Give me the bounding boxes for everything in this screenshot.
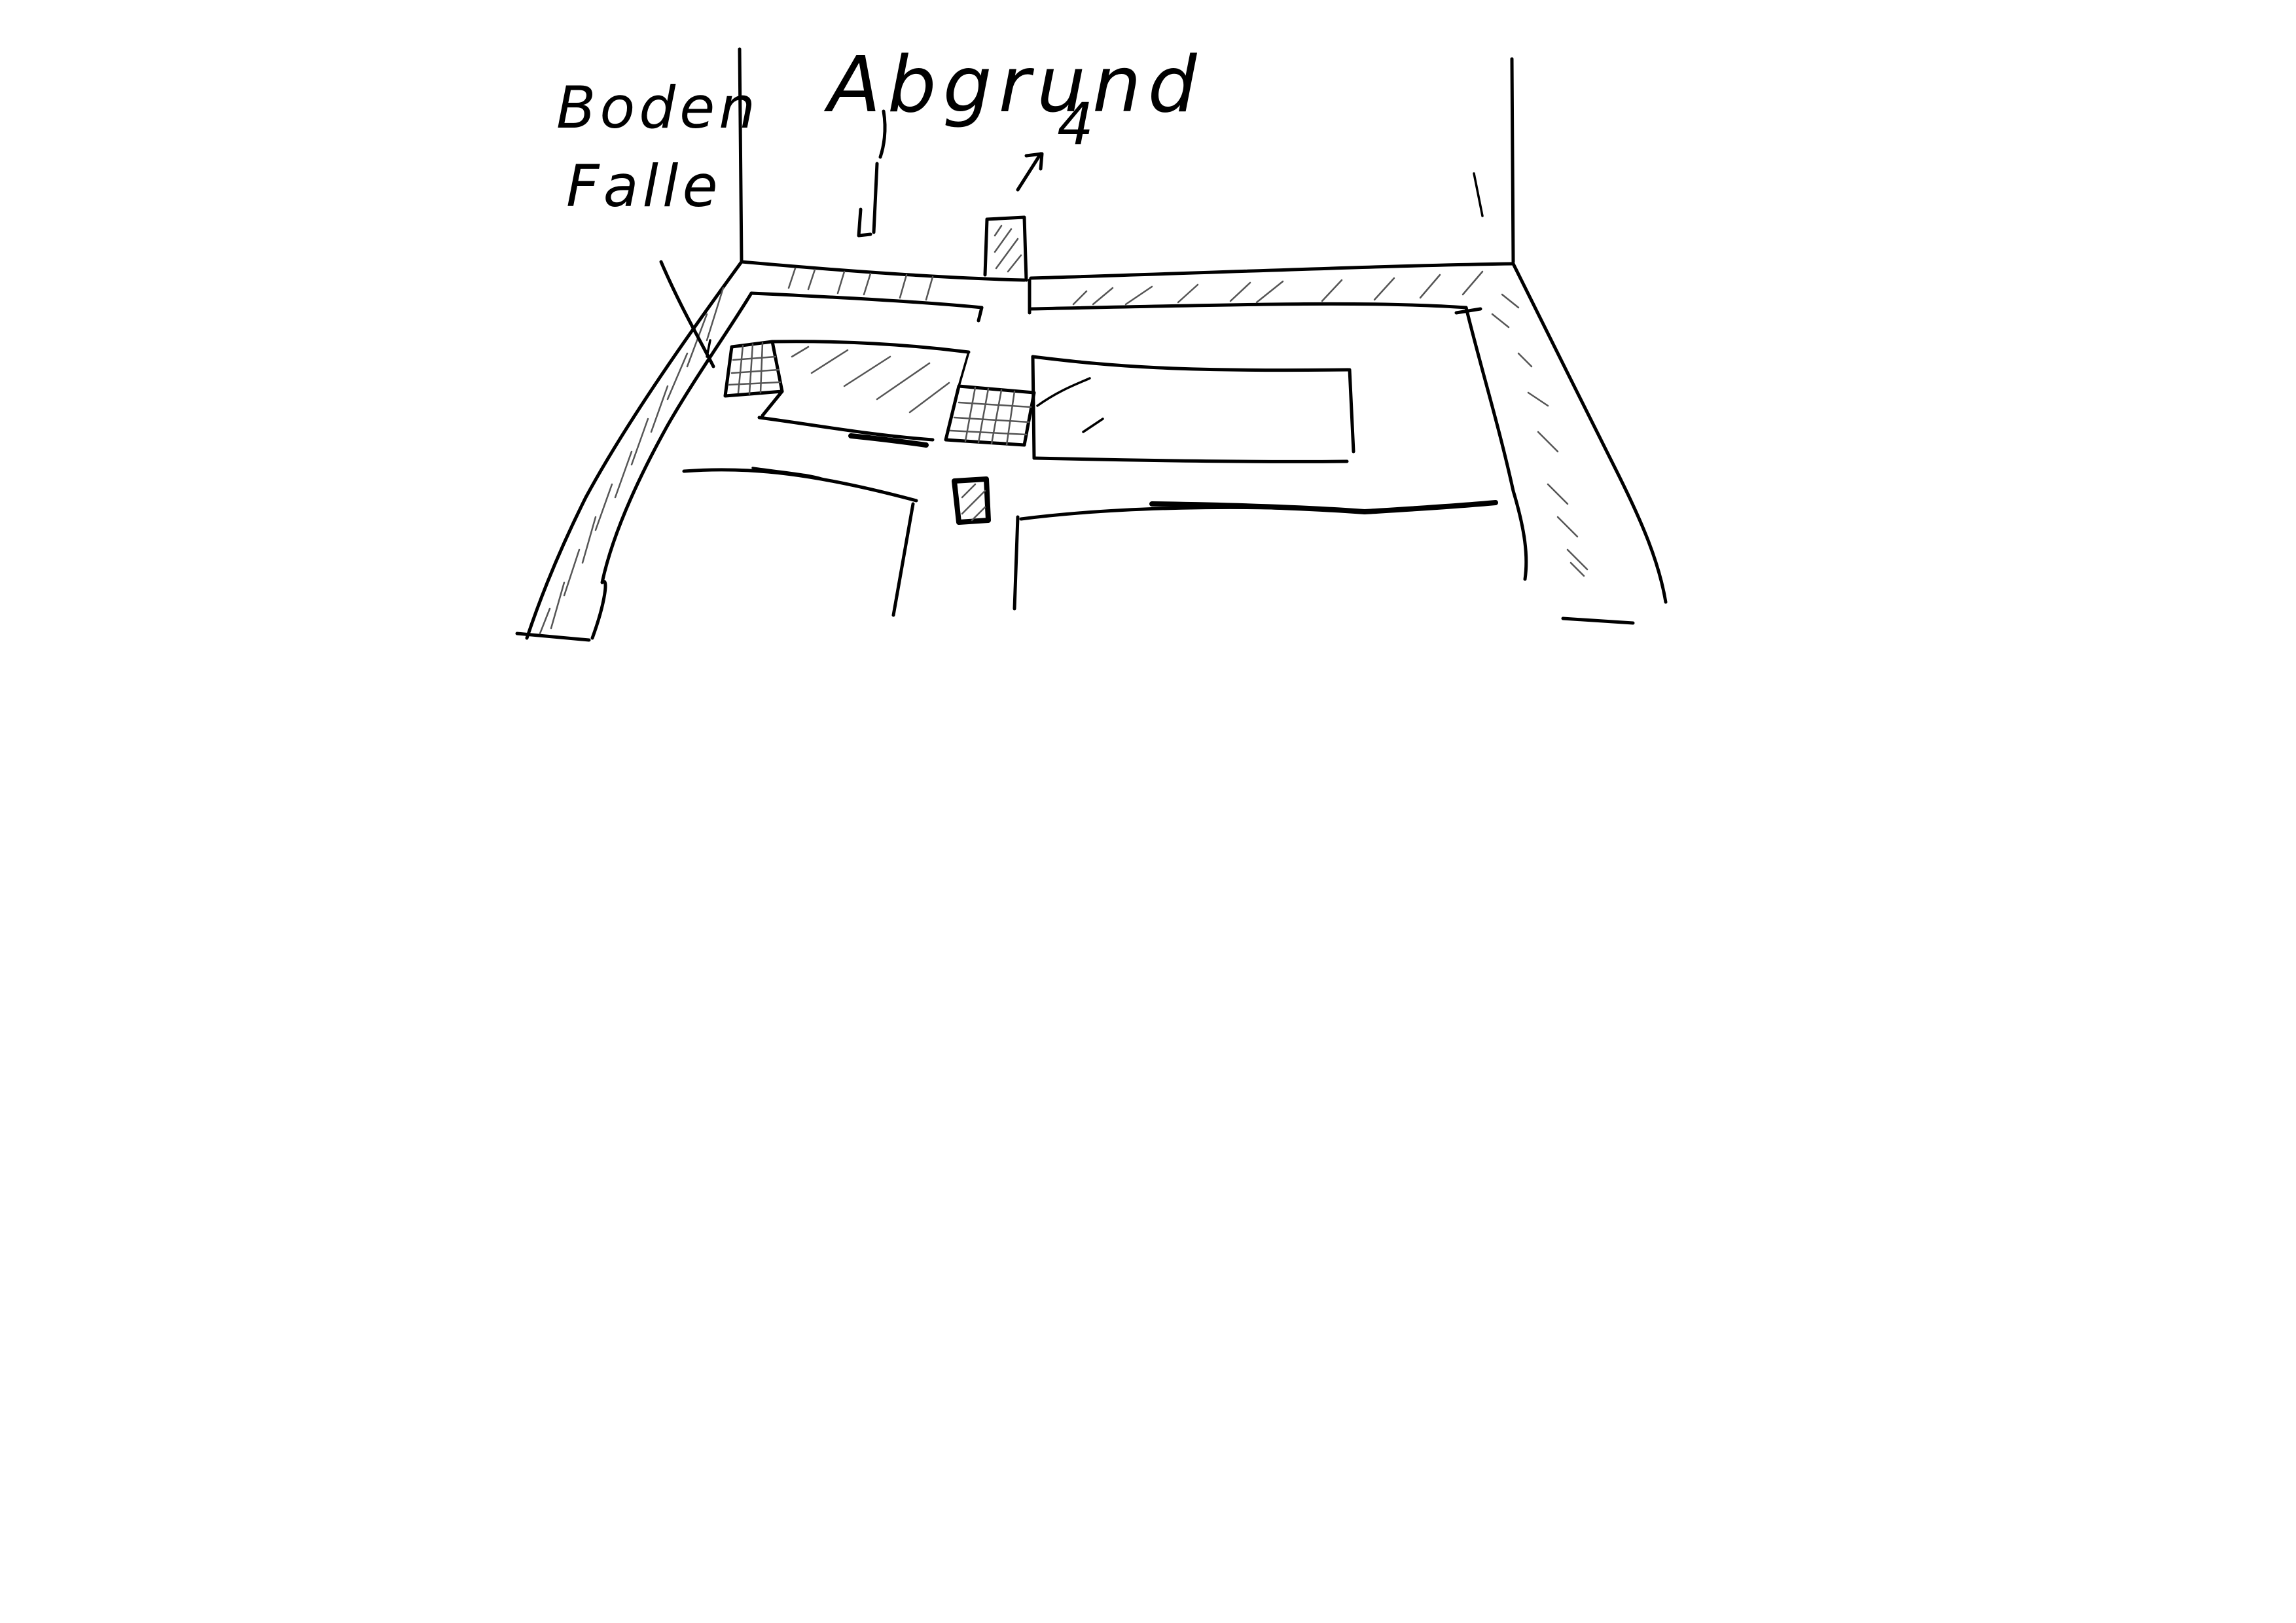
label-marker: 4 xyxy=(1057,90,1098,158)
back-ledge xyxy=(742,262,1513,309)
back-ledge-top-right xyxy=(1031,264,1513,278)
label-abyss: Abgrund xyxy=(823,39,1204,130)
right-wall-hatching xyxy=(1492,294,1587,576)
right-slab-right xyxy=(1350,370,1354,452)
right-path-end xyxy=(1365,503,1496,512)
left-wall-inner-edge xyxy=(592,293,751,638)
grate-left-outline xyxy=(725,342,782,396)
back-doorway xyxy=(978,217,1030,321)
right-back-wall-edge xyxy=(1512,59,1513,262)
left-side-wall xyxy=(517,262,751,640)
right-side-wall xyxy=(1456,264,1666,623)
label-floor-trap-line-1: Boden xyxy=(556,74,759,141)
doorway-block-left xyxy=(985,219,987,275)
right-wall-scratch xyxy=(1474,173,1482,216)
abyss-pointer xyxy=(874,164,877,232)
right-slab-hatch-2 xyxy=(1083,419,1103,432)
back-ledge-top-left xyxy=(742,262,1024,280)
doorway-left-jamb xyxy=(978,308,982,321)
grate-center-outline xyxy=(946,386,1034,445)
right-slab-hatch-1 xyxy=(1037,378,1090,406)
floor-paths xyxy=(684,468,1496,615)
left-slab-bottom xyxy=(759,418,933,440)
doorway-block-hatching xyxy=(995,226,1021,272)
right-slab-left xyxy=(1033,357,1034,458)
floor-trap-grate-left xyxy=(725,342,782,396)
labels: Boden Falle Abgrund 4 xyxy=(556,39,1204,220)
abyss-pointer-head xyxy=(859,209,870,236)
right-slab-top xyxy=(1033,357,1348,370)
center-path-right xyxy=(1014,517,1018,609)
marker-pointer xyxy=(1018,154,1041,190)
doorway-block-outline xyxy=(987,217,1026,280)
path-block-outline xyxy=(954,479,988,522)
left-wall-outer-edge xyxy=(527,262,742,638)
back-ledge-bottom-right xyxy=(1031,304,1466,309)
left-slab-left-edge xyxy=(762,391,782,416)
left-wall-hatching xyxy=(540,288,723,633)
right-wall-outer-edge xyxy=(1513,264,1666,602)
floor-trap-pointer-tick xyxy=(707,340,710,357)
floor-trap-grate-center xyxy=(946,386,1034,445)
left-slab-hatching xyxy=(792,347,949,412)
right-wall-top-join xyxy=(1456,309,1480,313)
label-floor-trap-line-2: Falle xyxy=(566,152,722,220)
right-wall-inner-edge xyxy=(1466,308,1526,579)
left-slab-right-edge xyxy=(959,352,969,386)
right-slab-bottom xyxy=(1034,458,1347,461)
path-block xyxy=(954,479,988,522)
center-path-left xyxy=(893,504,913,615)
right-floor-slab xyxy=(1033,357,1354,461)
back-ledge-bottom-left xyxy=(751,293,982,308)
right-wall-base xyxy=(1563,618,1633,623)
left-floor-slab xyxy=(759,342,969,445)
